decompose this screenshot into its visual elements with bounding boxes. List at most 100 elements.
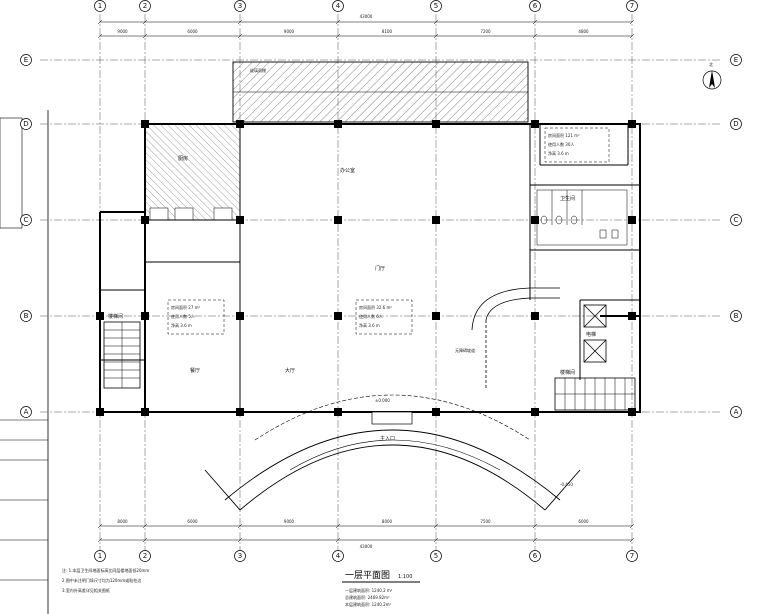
dim-tick xyxy=(629,33,635,39)
axis-bubble-row-A-left xyxy=(20,406,32,418)
column xyxy=(236,216,244,224)
column xyxy=(628,408,636,416)
dim-tick xyxy=(433,537,439,543)
axis-label-row-D: D xyxy=(733,120,738,128)
info-2-line-3: 净高 3.6 m xyxy=(359,322,380,328)
dim-tick xyxy=(97,19,103,25)
column xyxy=(432,216,440,224)
dim-tick xyxy=(433,19,439,25)
dim-tick xyxy=(142,33,148,39)
dim-bay-top: 7200 xyxy=(480,29,491,34)
dim-tick xyxy=(142,523,148,529)
axis-bubble-col-7-top xyxy=(626,0,638,12)
column xyxy=(334,408,342,416)
axis-label-col-1: 1 xyxy=(98,2,102,10)
room-info-box-1: 房间面积 27 m² 使用人数 5人 净高 3.6 m xyxy=(167,299,225,335)
dim-tick xyxy=(97,537,103,543)
kitchen-zone xyxy=(144,123,241,221)
column xyxy=(141,408,149,416)
drawing-scale: 1:100 xyxy=(398,574,412,580)
room-label-toilet: 卫生间 xyxy=(560,195,575,202)
drawing-title: 一层平面图 xyxy=(345,570,390,581)
axis-bubble-col-5-top xyxy=(430,0,442,12)
column xyxy=(628,216,636,224)
axis-bubble-col-1-bottom xyxy=(94,550,106,562)
axis-label-col-1: 1 xyxy=(98,552,102,560)
dimension-lines: 4300043000900080006000600090009000810080… xyxy=(97,14,635,549)
note-1: 注: 1.本层卫生间地面标高比同层楼地面低20mm xyxy=(62,567,149,573)
axis-bubble-row-D-left xyxy=(20,118,32,130)
dim-tick xyxy=(532,523,538,529)
column xyxy=(141,216,149,224)
axis-label-row-D: D xyxy=(23,120,28,128)
room-info-box-2: 房间面积 32.6 m² 使用人数 6人 净高 3.6 m xyxy=(355,299,413,335)
axis-label-row-E: E xyxy=(734,56,738,64)
axis-label-col-4: 4 xyxy=(336,552,341,560)
axis-bubble-col-4-top xyxy=(332,0,344,12)
structural-columns xyxy=(96,120,636,416)
elevation-outdoor: -0.450 xyxy=(560,482,573,487)
info-1-line-3: 净高 3.6 m xyxy=(171,322,192,328)
axis-label-row-C: C xyxy=(24,216,29,224)
dim-tick xyxy=(335,523,341,529)
axis-label-col-7: 7 xyxy=(630,552,634,560)
dim-tick xyxy=(237,19,243,25)
entrance-canopy xyxy=(204,394,581,511)
column xyxy=(236,408,244,416)
axis-label-row-C: C xyxy=(734,216,739,224)
axis-bubble-col-6-top xyxy=(529,0,541,12)
general-notes: 注: 1.本层卫生间地面标高比同层楼地面低20mm 2.图中未注明门垛尺寸均为1… xyxy=(62,567,149,593)
dim-tick xyxy=(142,19,148,25)
dim-tick xyxy=(629,19,635,25)
dim-bay-top: 4800 xyxy=(578,29,589,34)
dim-tick xyxy=(335,33,341,39)
column xyxy=(531,312,539,320)
dim-bay-top: 8100 xyxy=(382,29,393,34)
area-line-1: 一层建筑面积: 1240.2 m² xyxy=(345,587,393,593)
axis-bubble-col-2-top xyxy=(139,0,151,12)
axis-bubble-row-E-right xyxy=(730,54,742,66)
column xyxy=(432,312,440,320)
column xyxy=(236,120,244,128)
dim-tick xyxy=(237,523,243,529)
area-line-2: 总建筑面积: 2469.82m² xyxy=(345,594,390,600)
room-label-office: 办公室 xyxy=(340,167,355,174)
room-label-stair-2: 楼梯间 xyxy=(560,369,575,376)
column xyxy=(334,216,342,224)
column xyxy=(531,216,539,224)
axis-bubble-col-2-bottom xyxy=(139,550,151,562)
dim-tick xyxy=(335,537,341,543)
dim-tick xyxy=(532,537,538,543)
axis-label-row-B: B xyxy=(734,312,739,320)
room-label-kitchen: 厨房 xyxy=(178,155,188,162)
axis-bubble-row-B-right xyxy=(730,310,742,322)
room-info-box-3: 房间面积 121 m² 使用人数 30人 净高 3.6 m xyxy=(544,127,610,163)
column xyxy=(432,120,440,128)
elevation-ground: ±0.000 xyxy=(375,398,390,403)
column xyxy=(141,312,149,320)
axis-label-row-A: A xyxy=(734,408,739,416)
toilet-fixtures xyxy=(536,189,628,246)
axis-label-row-E: E xyxy=(24,56,28,64)
column xyxy=(432,408,440,416)
column xyxy=(236,312,244,320)
axis-label-col-3: 3 xyxy=(238,552,242,560)
dim-bay-top: 6000 xyxy=(187,29,198,34)
dim-tick xyxy=(237,537,243,543)
axis-bubble-col-6-bottom xyxy=(529,550,541,562)
dim-bay-bottom: 6000 xyxy=(187,519,198,524)
info-3-line-1: 房间面积 121 m² xyxy=(548,132,580,138)
dim-overall-top: 43000 xyxy=(360,14,373,19)
stair-right xyxy=(554,377,636,411)
dim-bay-bottom: 9000 xyxy=(284,519,295,524)
axis-label-col-5: 5 xyxy=(434,552,438,560)
dim-tick xyxy=(433,33,439,39)
dim-tick xyxy=(142,537,148,543)
dim-bay-top: 9000 xyxy=(117,29,128,34)
room-label-elevator: 电梯 xyxy=(586,331,596,338)
axis-label-col-2: 2 xyxy=(143,552,147,560)
stair-left xyxy=(103,321,141,389)
axis-label-col-3: 3 xyxy=(238,2,242,10)
column xyxy=(141,120,149,128)
room-label-lobby: 门厅 xyxy=(375,265,385,272)
